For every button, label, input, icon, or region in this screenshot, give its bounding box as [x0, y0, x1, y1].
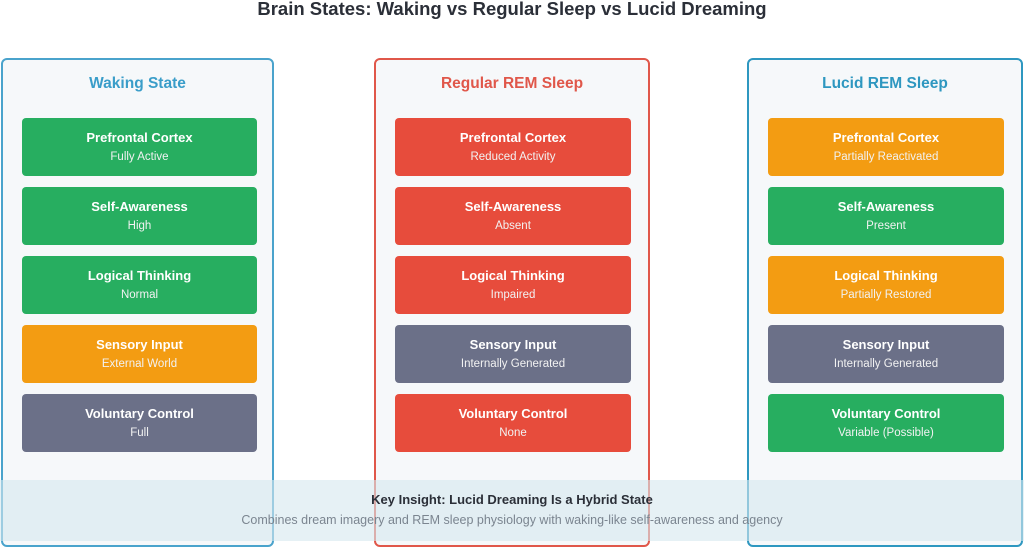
card-prefrontal-cortex: Prefrontal Cortex Partially Reactivated: [768, 118, 1004, 176]
card-prefrontal-cortex: Prefrontal Cortex Reduced Activity: [395, 118, 631, 176]
card-value: Normal: [120, 289, 159, 301]
card-self-awareness: Self-Awareness Absent: [395, 187, 631, 245]
card-label: Self-Awareness: [91, 199, 188, 214]
card-value: Internally Generated: [833, 358, 939, 370]
card-value: Fully Active: [110, 151, 169, 163]
card-value: Partially Reactivated: [833, 151, 939, 163]
diagram-title: Brain States: Waking vs Regular Sleep vs…: [257, 0, 767, 19]
card-logical-thinking: Logical Thinking Partially Restored: [768, 256, 1004, 314]
card-value: Internally Generated: [460, 358, 566, 370]
card-label: Sensory Input: [96, 337, 183, 352]
card-label: Self-Awareness: [837, 199, 935, 214]
card-prefrontal-cortex: Prefrontal Cortex Fully Active: [22, 118, 257, 176]
card-label: Logical Thinking: [834, 268, 938, 283]
card-label: Prefrontal Cortex: [86, 130, 193, 145]
card-logical-thinking: Logical Thinking Impaired: [395, 256, 631, 314]
card-sensory-input: Sensory Input External World: [22, 325, 257, 383]
card-label: Voluntary Control: [85, 406, 194, 421]
card-label: Sensory Input: [842, 337, 930, 352]
card-label: Logical Thinking: [461, 268, 565, 283]
card-value: External World: [101, 358, 178, 370]
card-value: Impaired: [490, 289, 536, 301]
insight-title: Key Insight: Lucid Dreaming Is a Hybrid …: [371, 492, 653, 507]
column-title: Lucid REM Sleep: [822, 75, 948, 92]
card-value: Variable (Possible): [838, 427, 934, 439]
card-value: High: [127, 220, 152, 232]
card-self-awareness: Self-Awareness High: [22, 187, 257, 245]
card-value: Partially Restored: [840, 289, 932, 301]
card-logical-thinking: Logical Thinking Normal: [22, 256, 257, 314]
card-label: Voluntary Control: [831, 406, 941, 421]
card-voluntary-control: Voluntary Control None: [395, 394, 631, 452]
column-title: Waking State: [89, 75, 186, 92]
column-lucid-rem-sleep: Lucid REM Sleep Prefrontal Cortex Partia…: [747, 58, 1023, 547]
card-value: Present: [866, 220, 906, 232]
card-voluntary-control: Voluntary Control Variable (Possible): [768, 394, 1004, 452]
column-regular-rem-sleep: Regular REM Sleep Prefrontal Cortex Redu…: [374, 58, 650, 547]
card-voluntary-control: Voluntary Control Full: [22, 394, 257, 452]
card-label: Prefrontal Cortex: [459, 130, 567, 145]
key-insight-banner: Key Insight: Lucid Dreaming Is a Hybrid …: [0, 480, 1024, 541]
card-label: Self-Awareness: [464, 199, 562, 214]
card-value: None: [499, 427, 527, 439]
column-title: Regular REM Sleep: [440, 75, 584, 92]
card-value: Absent: [495, 220, 531, 232]
insight-subtitle: Combines dream imagery and REM sleep phy…: [241, 513, 783, 527]
card-label: Logical Thinking: [87, 268, 192, 283]
card-self-awareness: Self-Awareness Present: [768, 187, 1004, 245]
card-label: Sensory Input: [469, 337, 557, 352]
card-value: Reduced Activity: [470, 151, 556, 163]
card-sensory-input: Sensory Input Internally Generated: [395, 325, 631, 383]
card-label: Voluntary Control: [458, 406, 568, 421]
card-sensory-input: Sensory Input Internally Generated: [768, 325, 1004, 383]
column-waking-state: Waking State Prefrontal Cortex Fully Act…: [1, 58, 274, 547]
card-value: Full: [130, 427, 149, 439]
card-label: Prefrontal Cortex: [832, 130, 940, 145]
